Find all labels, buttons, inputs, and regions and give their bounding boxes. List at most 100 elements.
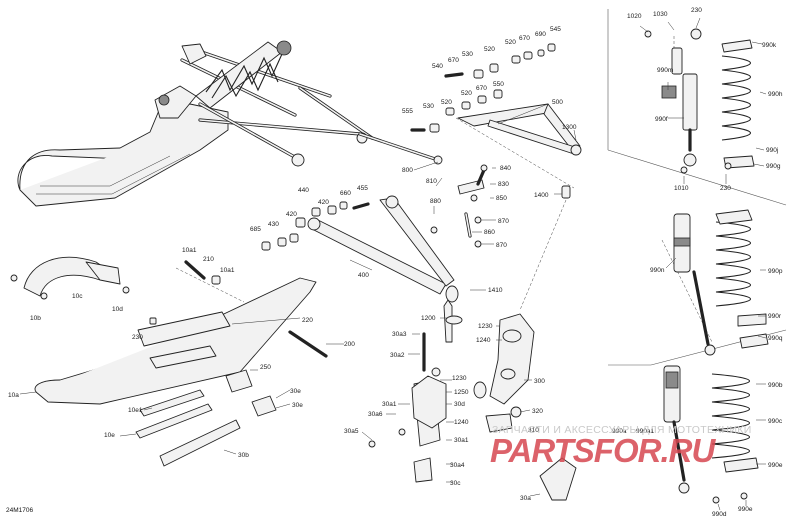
callout-840: 840 — [500, 165, 511, 172]
callout-990d: 990d — [712, 511, 727, 518]
callout-550: 550 — [493, 81, 504, 88]
callout-200: 200 — [344, 341, 355, 348]
callout-10a1: 10a1 — [182, 247, 197, 254]
callout-990b: 990b — [768, 382, 783, 389]
callout-990a: 990a — [612, 428, 627, 435]
ski-assembly-top — [17, 85, 229, 207]
callout-850: 850 — [496, 195, 507, 202]
callout-30a6: 30a6 — [368, 411, 383, 418]
callout-530: 530 — [462, 51, 473, 58]
callout-10a1: 10a1 — [220, 267, 235, 274]
callout-10e: 10e — [104, 432, 115, 439]
callout-1230: 1230 — [478, 323, 493, 330]
assembly-line — [661, 239, 713, 343]
callout-800: 800 — [402, 167, 413, 174]
lower-a-arm — [307, 195, 459, 303]
steering-linkage — [430, 164, 488, 248]
callout-10b: 10b — [30, 315, 41, 322]
callout-10d: 10d — [112, 306, 123, 313]
shock-lower-right — [663, 365, 759, 504]
ski-bottom — [34, 277, 317, 405]
assembly-line — [455, 117, 575, 189]
callout-670: 670 — [448, 57, 459, 64]
callout-830: 830 — [498, 181, 509, 188]
callout-30d: 30d — [454, 401, 465, 408]
callout-530: 530 — [423, 103, 434, 110]
callout-1250: 1250 — [454, 389, 469, 396]
upper-hardware — [410, 43, 571, 199]
callout-670: 670 — [476, 85, 487, 92]
callout-990q: 990q — [768, 335, 783, 342]
assembly-line — [175, 267, 245, 303]
callout-300: 300 — [534, 378, 545, 385]
callout-30a4: 30a4 — [450, 462, 465, 469]
callout-220: 220 — [302, 317, 313, 324]
callout-400: 400 — [358, 272, 369, 279]
shock-absorber-top — [195, 40, 292, 109]
callout-520: 520 — [461, 90, 472, 97]
upper-a-arm — [457, 103, 582, 156]
callout-30b: 30b — [238, 452, 249, 459]
callout-1400: 1400 — [534, 192, 549, 199]
callout-685: 685 — [250, 226, 261, 233]
callout-30a1: 30a1 — [382, 401, 397, 408]
callout-1240: 1240 — [454, 419, 469, 426]
callout-810: 810 — [426, 178, 437, 185]
callout-880: 880 — [430, 198, 441, 205]
callout-1230: 1230 — [452, 375, 467, 382]
callout-540: 540 — [432, 63, 443, 70]
callout-500: 500 — [552, 99, 563, 106]
callout-30a: 30a — [520, 495, 531, 502]
callout-labels: 1020 1030 230 990k 990m 990h 990f 990j 9… — [8, 7, 783, 518]
callout-545: 545 — [550, 26, 561, 33]
callout-520: 520 — [505, 39, 516, 46]
callout-1010: 1010 — [674, 185, 689, 192]
callout-990a1: 990a1 — [636, 428, 654, 435]
callout-420: 420 — [318, 199, 329, 206]
callout-1240: 1240 — [476, 337, 491, 344]
spindle-housing — [473, 313, 577, 501]
callout-440: 440 — [298, 187, 309, 194]
section-divider — [607, 149, 787, 206]
callout-1300: 1300 — [562, 124, 577, 131]
shock-middle-right — [673, 209, 769, 356]
callout-990m: 990m — [657, 67, 673, 74]
callout-990c: 990c — [768, 418, 783, 425]
callout-860: 860 — [484, 229, 495, 236]
callout-990f: 990f — [655, 116, 668, 123]
lower-hardware — [261, 201, 370, 251]
callout-320: 320 — [532, 408, 543, 415]
watermark-tagline: ЗАПЧАСТИ И АКСЕССУАРЫ ДЛЯ МОТОТЕХНИКИ — [492, 424, 752, 436]
callout-30a5: 30a5 — [344, 428, 359, 435]
callout-870: 870 — [498, 218, 509, 225]
callout-990e: 990e — [768, 462, 783, 469]
callout-990j: 990j — [766, 147, 778, 154]
callout-420: 420 — [286, 211, 297, 218]
callout-30e: 30e — [292, 402, 303, 409]
callout-1020: 1020 — [627, 13, 642, 20]
callout-30a2: 30a2 — [390, 352, 405, 359]
callout-230: 230 — [132, 334, 143, 341]
shock-upper-right — [644, 28, 755, 174]
callout-1200: 1200 — [421, 315, 436, 322]
callout-10a: 10a — [8, 392, 19, 399]
callout-230: 230 — [720, 185, 731, 192]
callout-870: 870 — [496, 242, 507, 249]
callout-30c: 30c — [450, 480, 461, 487]
callout-990p: 990p — [768, 268, 783, 275]
callout-990e: 990e — [738, 506, 753, 513]
callout-230: 230 — [691, 7, 702, 14]
callout-455: 455 — [357, 185, 368, 192]
callout-1030: 1030 — [653, 11, 668, 18]
spindle — [368, 299, 463, 483]
callout-520: 520 — [484, 46, 495, 53]
callout-310: 310 — [528, 427, 539, 434]
callout-30a1: 30a1 — [454, 437, 469, 444]
diagram-code: 24M1706 — [6, 507, 34, 514]
callout-520: 520 — [441, 99, 452, 106]
watermark-logo: PARTSFOR.RU — [490, 432, 715, 469]
tie-rod — [358, 132, 443, 165]
callout-690: 690 — [535, 31, 546, 38]
